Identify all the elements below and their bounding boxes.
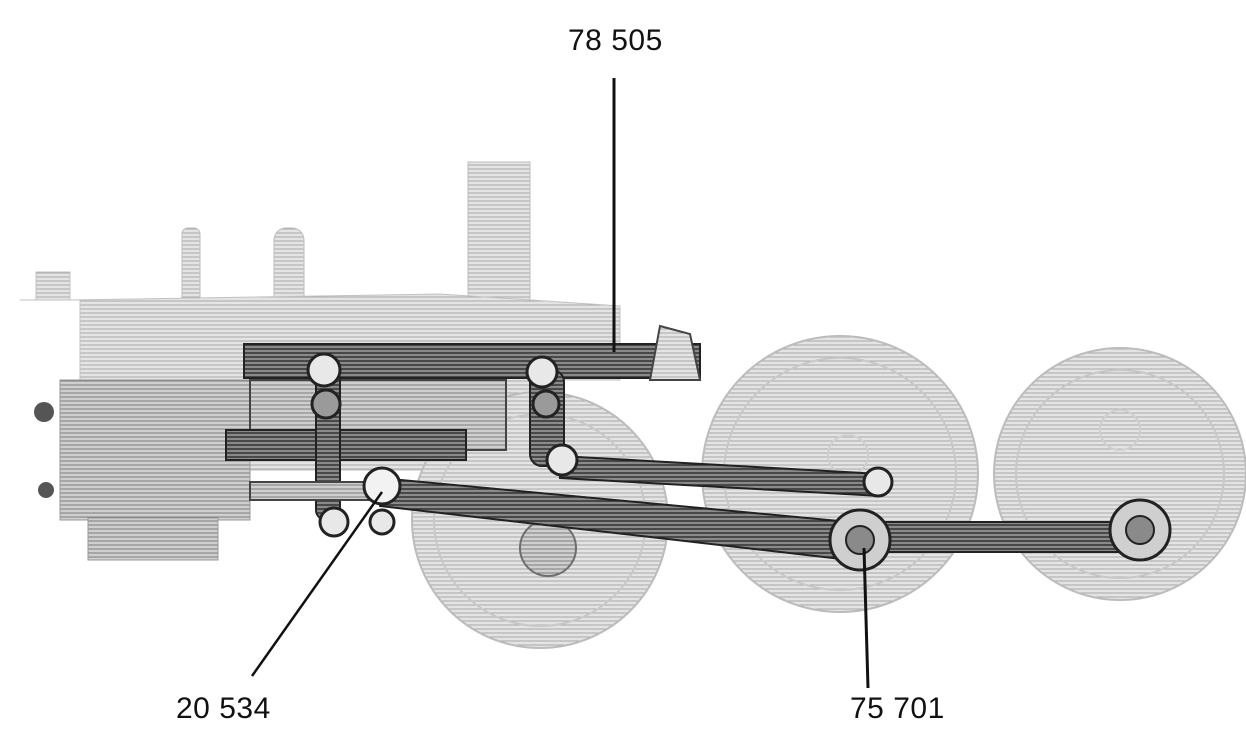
pin-eccentric-end	[862, 466, 894, 498]
leader-line-right	[862, 547, 870, 689]
pin-lower-left	[318, 506, 350, 538]
rail-end	[648, 324, 702, 381]
cylinder-base	[87, 517, 219, 561]
pin-upper-left	[306, 352, 342, 388]
pin-eccentric	[545, 443, 579, 477]
front-bolt-lower	[38, 482, 54, 498]
callout-label-right: 75 701	[850, 692, 945, 725]
pin-reverse	[531, 389, 561, 419]
pin-upper-mid	[310, 388, 342, 420]
callout-label-left: 20 534	[176, 692, 271, 725]
crosshead-guide	[225, 429, 467, 461]
chimney	[467, 161, 531, 313]
leader-line-left	[250, 491, 384, 677]
pin-lower-right	[368, 508, 396, 536]
crank-pin-main	[828, 508, 892, 572]
crank-pin-rear	[1108, 498, 1172, 562]
pin-upper-right	[525, 355, 559, 389]
front-bolt-upper	[34, 402, 54, 422]
callout-label-top: 78 505	[568, 24, 663, 57]
pin-crosshead	[362, 466, 402, 506]
cylinder-block	[59, 379, 251, 521]
drive-wheel-3	[993, 347, 1246, 601]
